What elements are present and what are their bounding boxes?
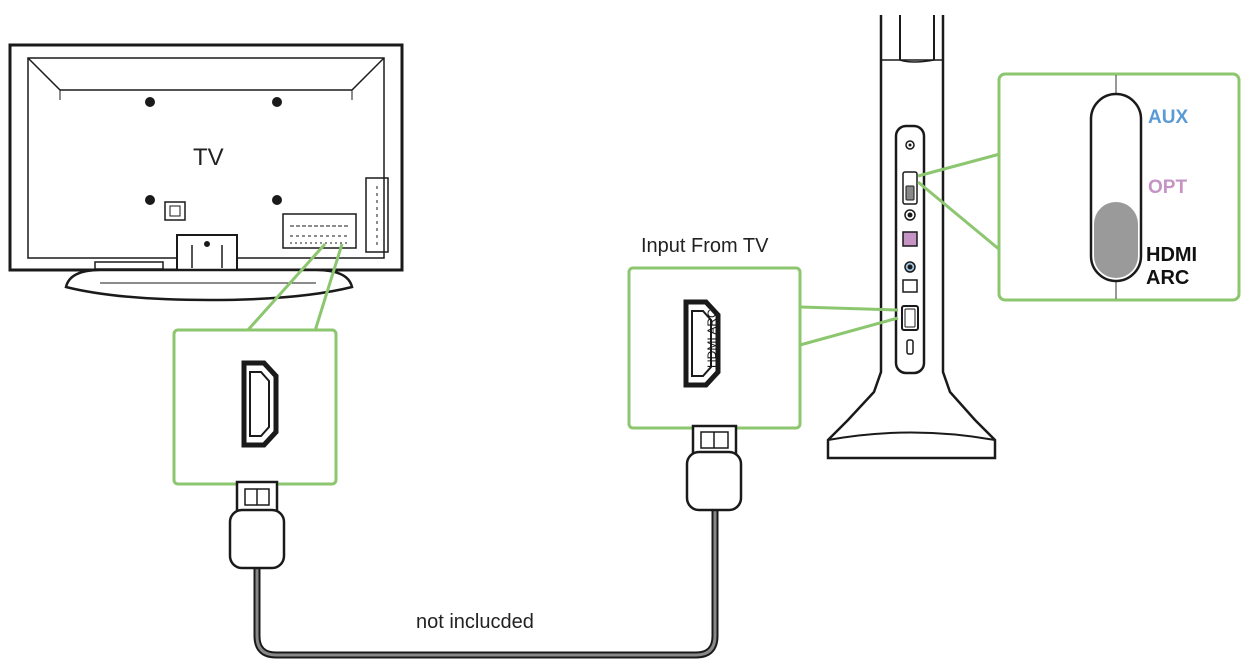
switch-option-hdmi-line2: ARC xyxy=(1146,267,1190,289)
hdmi-arc-port-label: HDMI ARC xyxy=(705,309,719,368)
switch-option-hdmi-arc: HDMI ARC xyxy=(1146,244,1197,290)
soundbar-hdmi-port-icon xyxy=(683,299,721,388)
hdmi-cable xyxy=(253,509,719,659)
switch-option-hdmi-line1: HDMI xyxy=(1146,244,1198,266)
tv-label: TV xyxy=(193,144,224,171)
tv-side-hdmi-plug xyxy=(228,480,286,570)
switch-option-aux: AUX xyxy=(1148,107,1189,128)
tv-hdmi-port-icon xyxy=(241,360,279,448)
soundbar-side-hdmi-plug xyxy=(685,424,743,512)
hdmi-arc-callout xyxy=(627,266,899,430)
cable-not-included-label: not inclucded xyxy=(416,611,534,633)
soundbar-tower xyxy=(826,15,997,460)
tv-port-callout xyxy=(172,242,344,486)
switch-option-opt: OPT xyxy=(1148,177,1188,198)
input-from-tv-label: Input From TV xyxy=(641,235,769,257)
switch-knob[interactable] xyxy=(1094,202,1138,278)
tv-back xyxy=(8,43,404,302)
source-switch[interactable] xyxy=(1089,92,1143,283)
